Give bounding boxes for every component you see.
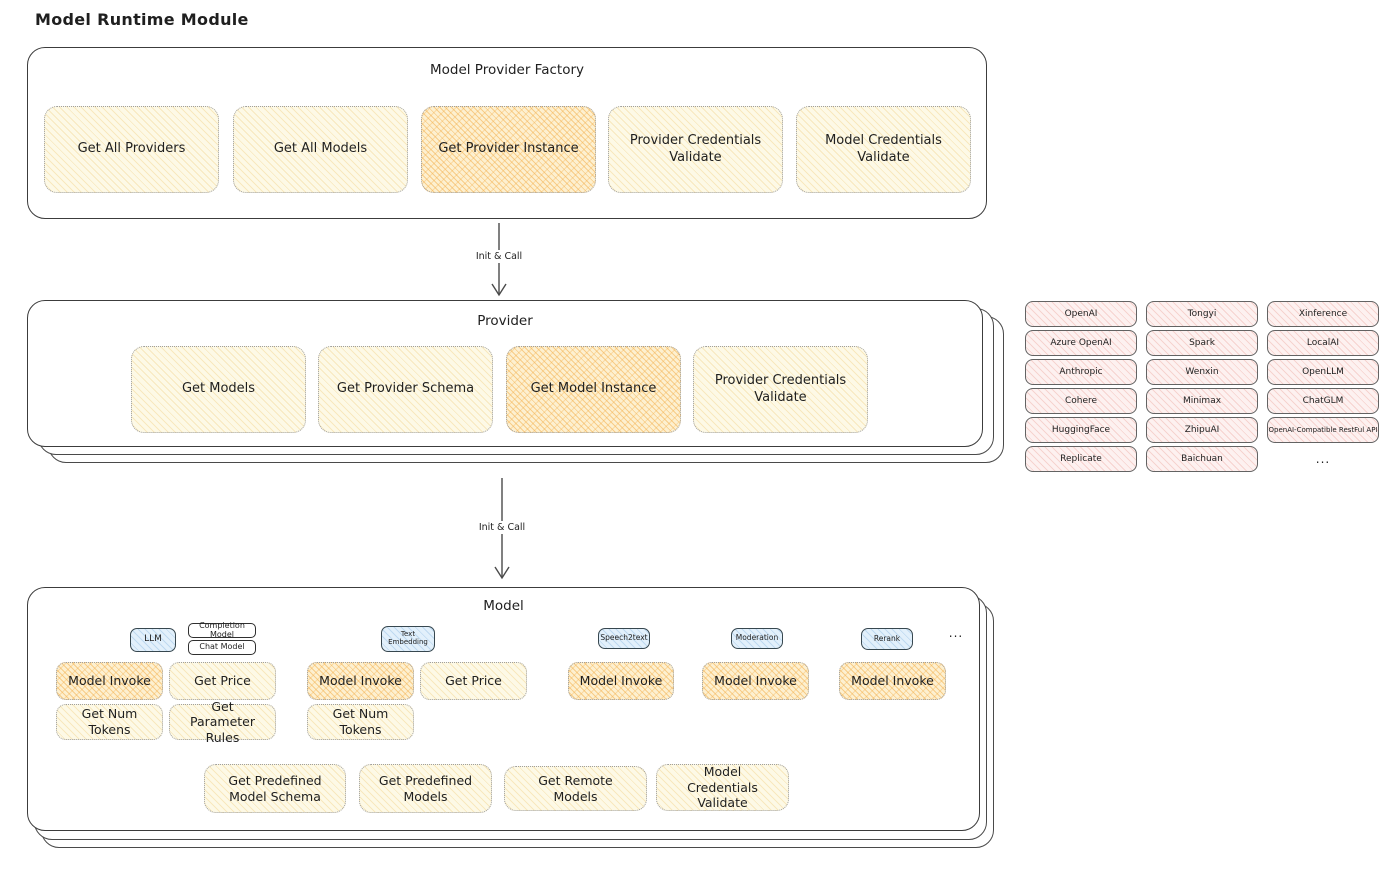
node-text-embedding-model-invoke: Model Invoke: [307, 662, 414, 700]
provider-pill-tongyi: Tongyi: [1146, 301, 1258, 327]
provider-pill-spark: Spark: [1146, 330, 1258, 356]
node-moderation-model-invoke: Model Invoke: [702, 662, 809, 700]
providers-more-ellipsis: ...: [1315, 452, 1331, 466]
provider-pill-cohere: Cohere: [1025, 388, 1137, 414]
arrow-label-init-call: Init & Call: [467, 250, 531, 263]
node-llm-model-invoke: Model Invoke: [56, 662, 163, 700]
provider-pill-openai-compatible: OpenAI-Compatible RestFul API: [1267, 417, 1379, 443]
tag-speech2text: Speech2text: [598, 628, 650, 649]
node-get-all-providers: Get All Providers: [44, 106, 219, 193]
tag-completion-model: Completion Model: [188, 621, 256, 638]
node-get-models: Get Models: [131, 346, 306, 433]
factory-box: Model Provider Factory Get All Providers…: [27, 47, 987, 219]
arrow-label-init-call: Init & Call: [470, 521, 534, 534]
node-llm-get-parameter-rules: Get Parameter Rules: [169, 699, 276, 745]
node-model-credentials-validate: Model Credentials Validate: [796, 106, 971, 193]
node-get-remote-models: Get Remote Models: [504, 766, 647, 811]
provider-pill-chatglm: ChatGLM: [1267, 388, 1379, 414]
provider-pill-zhipuai: ZhipuAI: [1146, 417, 1258, 443]
node-provider-credentials-validate: Provider Credentials Validate: [608, 106, 783, 193]
provider-pill-localai: LocalAI: [1267, 330, 1379, 356]
provider-pill-anthropic: Anthropic: [1025, 359, 1137, 385]
node-get-all-models: Get All Models: [233, 106, 408, 193]
provider-pill-minimax: Minimax: [1146, 388, 1258, 414]
node-rerank-model-invoke: Model Invoke: [839, 662, 946, 700]
model-box: Model LLM Completion Model Chat Model Te…: [27, 587, 980, 831]
provider-pill-replicate: Replicate: [1025, 446, 1137, 472]
provider-pill-baichuan: Baichuan: [1146, 446, 1258, 472]
model-title: Model: [483, 598, 524, 614]
providers-grid: OpenAI Tongyi Xinference Azure OpenAI Sp…: [1025, 301, 1379, 472]
node-provider-credentials-validate-2: Provider Credentials Validate: [693, 346, 868, 433]
tags-more-ellipsis: ...: [948, 626, 964, 640]
tag-chat-model: Chat Model: [188, 640, 256, 655]
provider-pill-azure-openai: Azure OpenAI: [1025, 330, 1137, 356]
node-get-model-instance: Get Model Instance: [506, 346, 681, 433]
node-get-predefined-models: Get Predefined Models: [359, 764, 492, 813]
node-speech2text-model-invoke: Model Invoke: [568, 662, 674, 700]
node-model-credentials-validate-2: Model Credentials Validate: [656, 764, 789, 811]
provider-title: Provider: [477, 313, 533, 329]
factory-title: Model Provider Factory: [429, 62, 584, 78]
node-llm-get-num-tokens: Get Num Tokens: [56, 704, 163, 740]
provider-box: Provider Get Models Get Provider Schema …: [27, 300, 983, 447]
tag-rerank: Rerank: [861, 628, 913, 650]
tag-moderation: Moderation: [731, 628, 783, 649]
tag-text-embedding: Text Embedding: [381, 626, 435, 652]
node-text-embedding-get-price: Get Price: [420, 662, 527, 700]
provider-pill-xinference: Xinference: [1267, 301, 1379, 327]
tag-llm: LLM: [130, 628, 176, 652]
provider-pill-openllm: OpenLLM: [1267, 359, 1379, 385]
provider-pill-openai: OpenAI: [1025, 301, 1137, 327]
node-get-predefined-model-schema: Get Predefined Model Schema: [204, 764, 346, 813]
provider-pill-huggingface: HuggingFace: [1025, 417, 1137, 443]
node-text-embedding-get-num-tokens: Get Num Tokens: [307, 704, 414, 740]
node-get-provider-schema: Get Provider Schema: [318, 346, 493, 433]
page-title: Model Runtime Module: [35, 10, 249, 29]
node-get-provider-instance: Get Provider Instance: [421, 106, 596, 193]
provider-pill-wenxin: Wenxin: [1146, 359, 1258, 385]
node-llm-get-price: Get Price: [169, 662, 276, 700]
